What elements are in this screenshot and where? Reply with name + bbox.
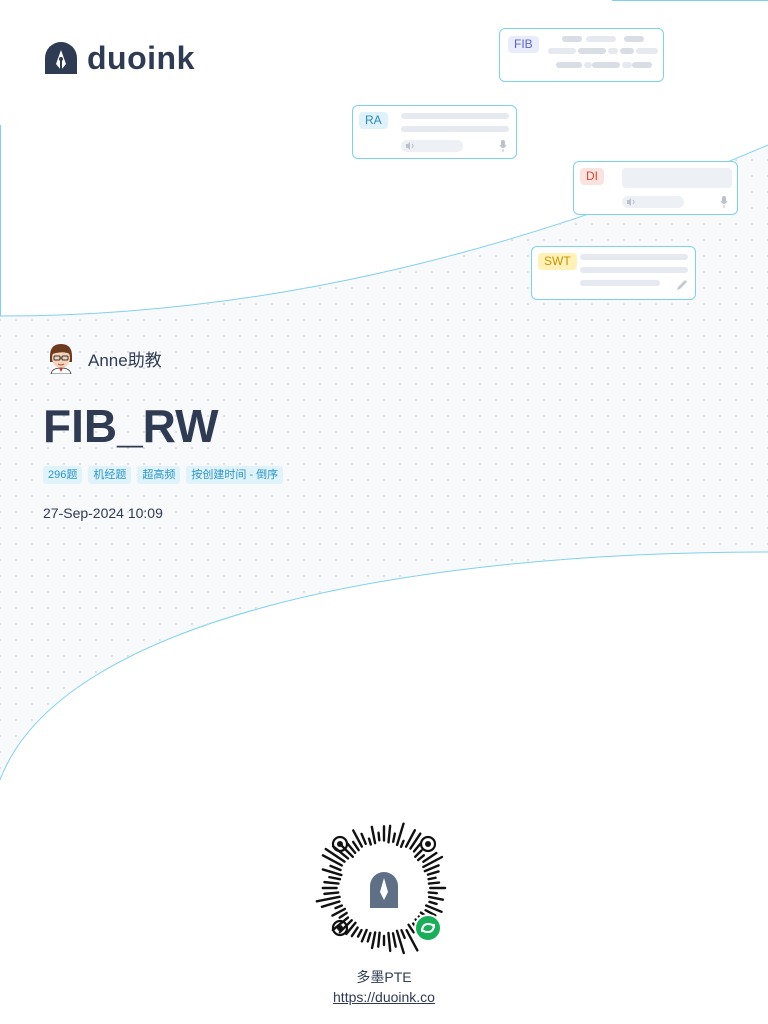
qr-ray [400,929,406,940]
qr-finder [331,835,349,853]
qr-ray [350,926,359,938]
qr-ray [407,923,415,934]
speaker-icon [406,142,414,150]
brand-name: duoink [87,40,195,76]
qr-finder [331,919,349,937]
fib-preview-card: FIB [499,28,664,82]
pencil-icon [677,280,687,290]
qr-ray [416,854,426,862]
mini-program-qr-code[interactable] [312,816,456,960]
qr-ray [328,875,342,881]
qr-ray [392,832,397,843]
qr-ray [334,904,344,910]
qr-ray [366,931,372,943]
question-count-badge: 296题 [43,466,83,484]
link-icon [421,922,435,934]
frequency-badge: 超高频 [137,466,181,484]
qr-ray [367,837,373,846]
pen-nib-arch-icon [45,42,77,74]
qr-ray [423,864,440,873]
ra-tag: RA [359,112,388,129]
qr-ray [422,851,438,863]
created-date: 27-Sep-2024 10:09 [43,505,163,521]
teacher-avatar [50,344,72,374]
page-title: FIB_RW [43,400,219,452]
badge-list: 296题 机经题 超高频 按创建时间 - 倒序 [43,466,284,484]
qr-ray [345,921,357,936]
qr-ray [387,931,392,953]
qr-ray [340,844,355,859]
qr-ray [324,847,346,863]
qr-ray [360,928,368,943]
qr-ray [320,900,341,909]
author-name: Anne助教 [88,350,162,370]
qr-ray [323,891,340,896]
qr-ray [346,842,357,855]
qr-ray [405,929,419,952]
qr-ray [338,911,348,919]
qr-ray [427,881,441,885]
qr-ray [395,929,405,955]
qr-ray [321,854,343,867]
qr-ray [323,880,340,885]
brand-logo: duoink [43,40,195,76]
qr-ray [426,870,440,876]
di-preview-card: DI [573,161,738,215]
qr-finder-dot [337,841,343,847]
qr-ray [395,822,405,847]
swt-tag: SWT [538,253,577,270]
qr-ray [427,876,437,881]
qr-ray [351,840,360,852]
qr-finder [419,835,437,853]
qr-ray [360,832,367,846]
qr-ray [427,895,445,901]
qr-ray [428,900,438,906]
qr-ray [424,909,437,917]
ra-preview-card: RA [352,105,517,159]
qr-ray [427,891,438,895]
fib-tag: FIB [508,36,539,53]
mini-program-badge-icon [414,914,442,942]
qr-ray [377,931,381,948]
qr-ray [422,855,444,869]
qr-ray [412,842,422,853]
mini-program-name: 多墨PTE [356,969,412,985]
qr-ray [414,849,423,858]
qr-ray [356,928,363,938]
sort-order-badge: 按创建时间 - 倒序 [186,466,284,484]
qr-ray [331,916,350,932]
qr-finder-dot [337,925,343,931]
author-row: Anne助教 [46,342,162,374]
microphone-icon [720,196,728,208]
speaker-icon [627,198,635,206]
qr-ray [321,868,343,877]
qr-ray [424,904,443,914]
microphone-icon [499,140,507,152]
qr-ray [331,907,347,917]
qr-ray [352,829,364,848]
qr-ray [329,864,342,872]
qr-ray [404,829,417,848]
qr-ray [377,831,381,842]
qr-ray [409,832,422,850]
di-tag: DI [580,168,604,185]
qr-ray [370,825,377,845]
qr-code-pattern [312,816,456,960]
qr-ray [399,839,405,848]
swt-preview-card: SWT [531,246,696,300]
qr-finder-dot [425,841,431,847]
pen-nib-shape [380,878,388,900]
exam-question-badge: 机经题 [88,466,132,484]
qr-ray [315,895,341,903]
qr-ray [370,931,377,950]
qr-ray [391,932,397,948]
qr-ray [387,824,392,844]
website-link[interactable]: https://duoink.co [333,989,435,1005]
